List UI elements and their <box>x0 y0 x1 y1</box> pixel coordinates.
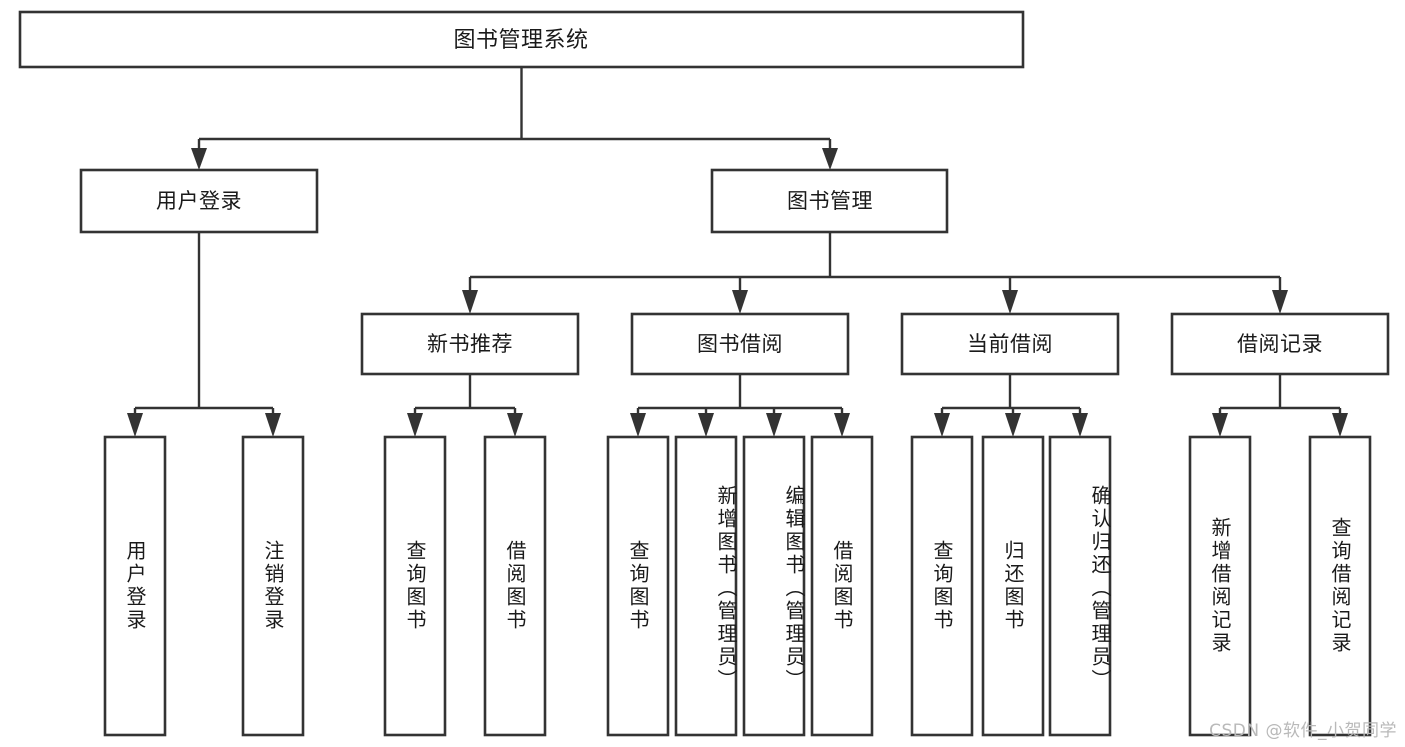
arrow-head-leaf-borrow-book-2 <box>834 413 850 437</box>
node-book-borrow-box[interactable] <box>630 312 850 376</box>
leaf-box-confirm-return[interactable] <box>1048 435 1112 737</box>
node-root[interactable]: 图书管理系统 <box>18 10 1025 69</box>
leaf-box-user-login[interactable] <box>103 435 167 737</box>
arrow-head-borrow-record <box>1272 290 1288 314</box>
arrow-head-leaf-add-book <box>698 413 714 437</box>
leaf-box-query-book-3[interactable] <box>910 435 974 737</box>
arrow-head-leaf-query-book-2 <box>630 413 646 437</box>
arrow-head-leaf-edit-book <box>766 413 782 437</box>
csdn-watermark: CSDN @软件_小贺同学 <box>1209 721 1397 741</box>
arrow-head-leaf-add-record <box>1212 413 1228 437</box>
node-book-manage-box[interactable] <box>710 168 949 234</box>
node-current-borrow-label: 当前借阅 <box>967 332 1053 356</box>
leaf-box-borrow-book-2[interactable] <box>810 435 874 737</box>
leaf-box-return-book[interactable] <box>981 435 1045 737</box>
node-current-borrow[interactable]: 当前借阅 <box>900 312 1120 376</box>
node-borrow-record-label: 借阅记录 <box>1237 332 1323 356</box>
node-root-label: 图书管理系统 <box>453 28 588 53</box>
arrow-head-leaf-user-login <box>127 413 143 437</box>
node-borrow-record-box[interactable] <box>1170 312 1390 376</box>
node-current-borrow-box[interactable] <box>900 312 1120 376</box>
arrow-head-leaf-return-book <box>1005 413 1021 437</box>
node-borrow-record[interactable]: 借阅记录 <box>1170 312 1390 376</box>
node-book-manage[interactable]: 图书管理 <box>710 168 949 234</box>
leaf-box-query-book-1[interactable] <box>383 435 447 737</box>
leaf-box-borrow-book-1[interactable] <box>483 435 547 737</box>
arrow-head-leaf-confirm-return <box>1072 413 1088 437</box>
node-book-borrow-label: 图书借阅 <box>697 332 783 356</box>
node-user-login-label: 用户登录 <box>156 189 242 213</box>
arrow-head-leaf-query-record <box>1332 413 1348 437</box>
arrow-head-new-book-recommend <box>462 290 478 314</box>
node-user-login-box[interactable] <box>79 168 319 234</box>
arrow-head-book-borrow <box>732 290 748 314</box>
node-root-box[interactable] <box>18 10 1025 69</box>
leaf-box-query-book-2[interactable] <box>606 435 670 737</box>
node-new-book-recommend-label: 新书推荐 <box>427 332 513 356</box>
node-book-manage-label: 图书管理 <box>787 189 873 213</box>
leaf-box-logout[interactable] <box>241 435 305 737</box>
node-book-borrow[interactable]: 图书借阅 <box>630 312 850 376</box>
arrow-head-user-login <box>191 148 207 170</box>
node-user-login[interactable]: 用户登录 <box>79 168 319 234</box>
leaf-box-layer <box>103 435 1372 737</box>
leaf-box-query-record[interactable] <box>1308 435 1372 737</box>
arrow-head-leaf-borrow-book-1 <box>507 413 523 437</box>
leaf-box-edit-book[interactable] <box>742 435 806 737</box>
arrow-head-leaf-logout <box>265 413 281 437</box>
leaf-box-add-book[interactable] <box>674 435 738 737</box>
node-new-book-recommend[interactable]: 新书推荐 <box>360 312 580 376</box>
arrow-head-leaf-query-book-1 <box>407 413 423 437</box>
arrow-head-current-borrow <box>1002 290 1018 314</box>
edge-layer <box>127 67 1348 437</box>
arrow-head-book-manage <box>822 148 838 170</box>
arrow-head-leaf-query-book-3 <box>934 413 950 437</box>
leaf-box-add-record[interactable] <box>1188 435 1252 737</box>
node-new-book-recommend-box[interactable] <box>360 312 580 376</box>
